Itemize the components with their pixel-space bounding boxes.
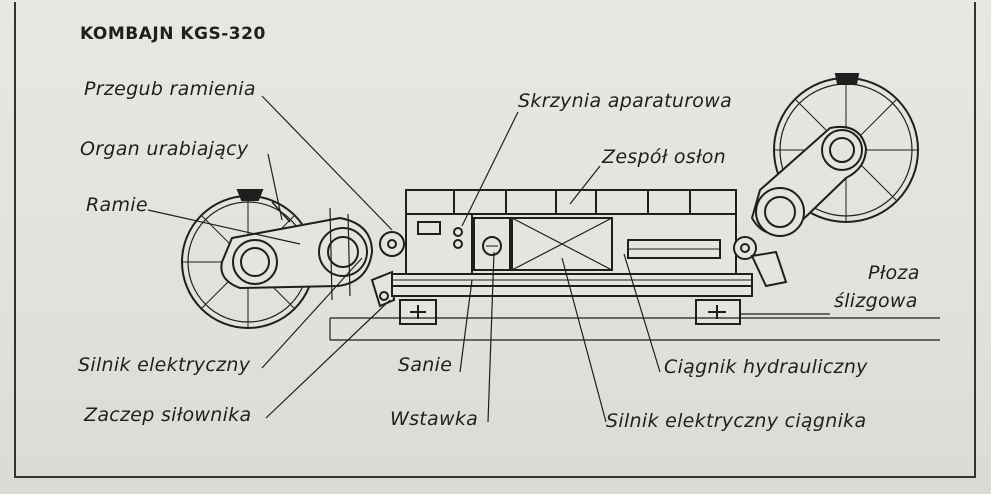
- label-cover-assembly: Zespół osłon: [602, 146, 727, 168]
- label-hydraulic-hauler: Ciągnik hydrauliczny: [664, 356, 868, 378]
- label-insert: Wstawka: [390, 408, 479, 430]
- diagram-title: KOMBAJN KGS-320: [80, 24, 266, 44]
- leader-lines: [147, 95, 830, 423]
- label-skid-1: Płoza: [868, 262, 920, 284]
- insert-block: [473, 217, 511, 271]
- left-skid: [399, 299, 437, 325]
- label-hauler-motor: Silnik elektryczny ciągnika: [606, 410, 867, 432]
- label-arm: Ramie: [86, 194, 148, 216]
- machine-body: [405, 213, 737, 275]
- hydraulic-hauler: [627, 239, 721, 259]
- left-arm: [220, 207, 374, 301]
- label-cutting-drum: Organ urabiający: [80, 138, 249, 160]
- label-skid-2: ślizgowa: [834, 290, 918, 312]
- label-control-box: Skrzynia aparaturowa: [518, 90, 733, 112]
- control-box: [417, 214, 473, 274]
- label-arm-joint: Przegub ramienia: [84, 78, 256, 100]
- page-frame: [14, 2, 976, 478]
- arm-joint: [379, 231, 405, 257]
- sled: [391, 273, 753, 297]
- label-cylinder-hitch: Zaczep siłownika: [84, 404, 252, 426]
- hauler-motor: [511, 217, 613, 271]
- right-arm: [750, 126, 868, 237]
- label-electric-motor: Silnik elektryczny: [78, 354, 251, 376]
- label-sled: Sanie: [398, 354, 453, 376]
- cylinder-hitch: [370, 270, 396, 308]
